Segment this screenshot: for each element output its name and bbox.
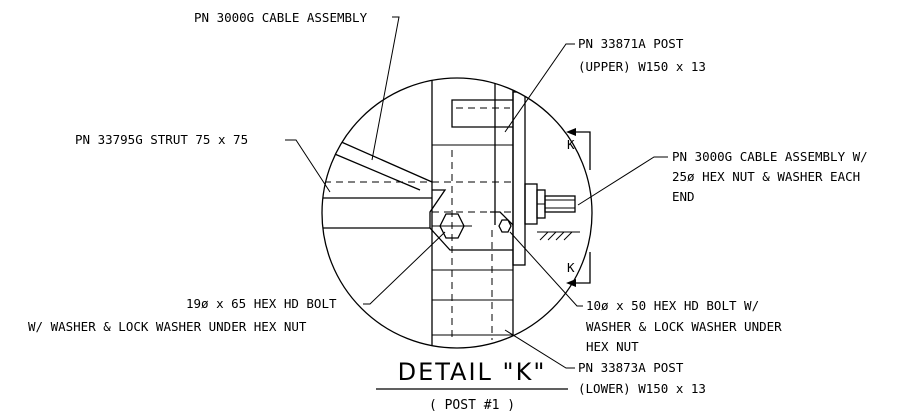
label-hex-bolt-10-3: HEX NUT (586, 339, 639, 354)
section-marker-bottom: K (566, 252, 591, 287)
label-cable-assembly: PN 3000G CABLE ASSEMBLY (194, 10, 368, 25)
label-hex-bolt-19-1: 19ø x 65 HEX HD BOLT (186, 296, 337, 311)
label-hex-bolt-10-1: 10ø x 50 HEX HD BOLT W/ (586, 298, 759, 313)
label-hex-bolt-10-2: WASHER & LOCK WASHER UNDER (586, 319, 782, 334)
leaders (285, 16, 668, 369)
label-strut: PN 33795G STRUT 75 x 75 (75, 132, 248, 147)
section-marker-top: K (566, 128, 591, 170)
detail-subtitle: ( POST #1 ) (429, 398, 515, 413)
svg-text:K: K (567, 260, 575, 275)
label-post-lower-pn: PN 33873A POST (578, 360, 684, 375)
label-cable-assembly-w-1: PN 3000G CABLE ASSEMBLY W/ (672, 149, 868, 164)
detail-title: DETAIL "K" (398, 358, 547, 386)
detail-circle (321, 77, 593, 349)
label-cable-assembly-w-3: END (672, 189, 695, 204)
label-cable-assembly-w-2: 25ø HEX NUT & WASHER EACH (672, 169, 860, 184)
svg-text:K: K (567, 137, 575, 152)
label-post-upper-pn: PN 33871A POST (578, 36, 684, 51)
label-hex-bolt-19-2: W/ WASHER & LOCK WASHER UNDER HEX NUT (28, 319, 307, 334)
label-post-upper-spec: (UPPER) W150 x 13 (578, 59, 706, 74)
label-post-lower-spec: (LOWER) W150 x 13 (578, 381, 706, 396)
